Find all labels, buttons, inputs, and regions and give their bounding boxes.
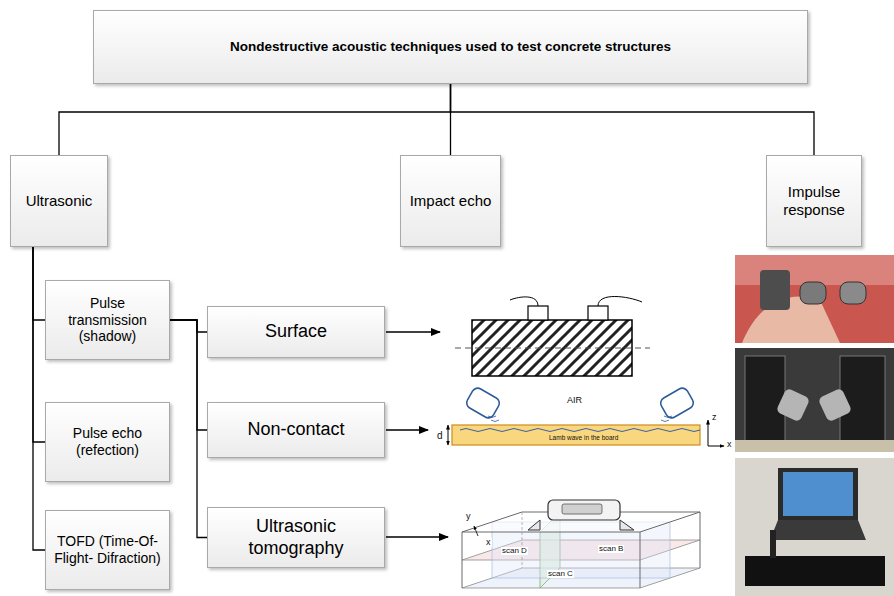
surface-sketch-part [588, 306, 608, 320]
device-photos-part [735, 348, 894, 452]
device-photos-part [778, 468, 858, 520]
surface-sketch-part [455, 348, 650, 349]
category-box: Ultrasonic [10, 155, 108, 247]
surface-sketch-part [598, 297, 642, 307]
box-text: Pulse echo (refection) [52, 425, 163, 459]
connector-line [451, 84, 815, 155]
box-text: Impulse response [773, 183, 855, 219]
tomography-sketch-part [474, 526, 478, 536]
device-photos-part [818, 388, 853, 423]
device-photos-part [742, 296, 840, 343]
non-contact-sketch-part [661, 416, 672, 422]
device-photos-part [783, 472, 853, 516]
tomography-sketch-part [562, 504, 602, 514]
surface-sketch-part [510, 297, 538, 306]
tomography-sketch-part [522, 512, 523, 568]
device-photos-part [760, 270, 790, 310]
box-text: TOFD (Time-Of-Flight- Difraction) [52, 533, 163, 567]
non-contact-sketch-part [708, 420, 709, 446]
non-contact-sketch-part [452, 425, 700, 445]
box-text: Impact echo [410, 192, 492, 210]
device-photos-part [770, 520, 866, 540]
surface-sketch [455, 297, 650, 377]
non-contact-sketch-part [659, 386, 696, 420]
box-text: Non-contact [247, 419, 344, 441]
category-box: TOFD (Time-Of-Flight- Difraction) [45, 510, 170, 590]
pointer-arrows-part [386, 536, 448, 537]
tomography-sketch-part [528, 520, 634, 530]
device-photos-part [800, 282, 826, 304]
connector-line [170, 320, 207, 430]
pointer-arrows [386, 332, 448, 537]
non-contact-sketch [448, 386, 724, 446]
figure-label: x [726, 440, 733, 449]
tomography-sketch-part [548, 500, 620, 520]
category-box: Pulse transmission (shadow) [45, 280, 170, 360]
box-text: Pulse transmission (shadow) [52, 295, 163, 345]
connector-line [170, 320, 207, 538]
category-box: Impact echo [400, 155, 501, 247]
category-box: Surface [207, 306, 385, 358]
figure-label: x [485, 538, 492, 547]
category-box: Ultrasonic tomography [207, 507, 385, 568]
figure-label: scan B [598, 545, 624, 553]
figure-label: d [436, 431, 444, 442]
figure-label: y [465, 512, 472, 521]
figure-label: scan D [501, 547, 528, 555]
tomography-sketch-part [462, 532, 463, 588]
non-contact-sketch-part [448, 425, 449, 445]
pointer-arrows-part [386, 331, 440, 332]
device-photos-part [745, 556, 885, 586]
box-text: Surface [265, 321, 327, 343]
category-box: Pulse echo (refection) [45, 402, 170, 482]
non-contact-sketch-part [488, 416, 499, 422]
figure-label: AIR [566, 396, 583, 405]
connector-line [33, 247, 45, 550]
connector-line [33, 247, 45, 442]
device-photos [735, 255, 894, 596]
device-photos-part [735, 255, 894, 343]
device-photos-part [745, 356, 785, 446]
root-box: Nondestructive acoustic techniques used … [93, 10, 808, 84]
figure-label: scan C [547, 570, 574, 578]
box-text: Nondestructive acoustic techniques used … [230, 39, 671, 55]
category-box: Non-contact [207, 402, 385, 458]
tomography-sketch [462, 500, 700, 588]
box-text: Ultrasonic [26, 192, 93, 210]
device-photos-part [735, 440, 894, 452]
connector-line [59, 84, 451, 155]
non-contact-sketch-part [460, 429, 700, 432]
category-box: Impulse response [766, 155, 862, 247]
non-contact-sketch-part [708, 446, 724, 447]
connector-line [33, 247, 45, 320]
tomography-sketch-part [700, 512, 701, 568]
device-photos-part [770, 530, 776, 558]
non-contact-sketch-part [465, 386, 502, 420]
device-photos-part [735, 458, 894, 596]
pointer-arrows-part [386, 429, 428, 430]
device-photos-part [735, 255, 894, 285]
figure-label: Lamb wave in the board [548, 435, 619, 442]
box-text: Ultrasonic tomography [214, 516, 378, 559]
figure-label: z [711, 413, 718, 422]
device-photos-part [776, 388, 811, 423]
device-photos-part [840, 282, 866, 304]
connector-line [170, 320, 207, 332]
surface-sketch-part [528, 306, 548, 320]
tomography-sketch-part [640, 532, 641, 588]
